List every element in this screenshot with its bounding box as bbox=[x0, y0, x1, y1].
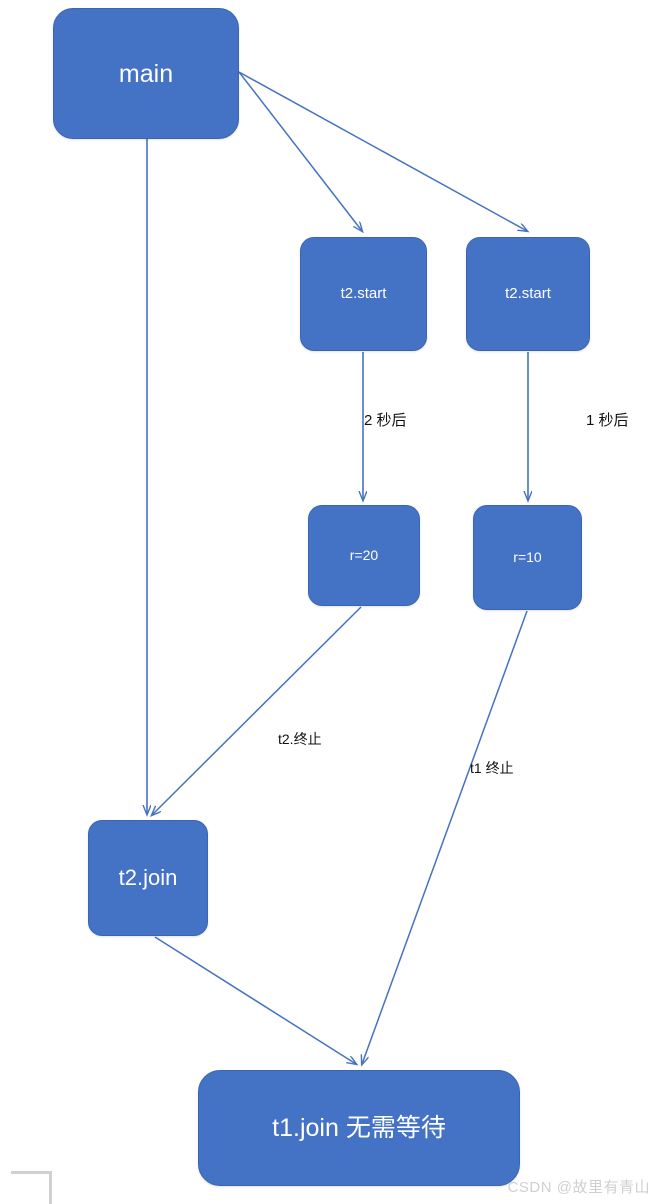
edge-label-two-seconds: 2 秒后 bbox=[364, 412, 407, 429]
edge-main-to-start1 bbox=[238, 71, 362, 231]
edge-r10-to-t1join bbox=[362, 610, 528, 1064]
edge-label-one-second: 1 秒后 bbox=[586, 412, 629, 429]
edge-t2join-to-t1join bbox=[154, 936, 356, 1064]
node-r20[interactable]: r=20 bbox=[308, 505, 420, 606]
edge-main-to-start2 bbox=[238, 71, 527, 231]
node-t2-start-left-label: t2.start bbox=[340, 285, 387, 302]
corner-bracket-mark bbox=[11, 1171, 52, 1204]
node-t2-start-right[interactable]: t2.start bbox=[466, 237, 590, 351]
edge-label-t1-terminated: t1 终止 bbox=[470, 760, 514, 776]
node-r10[interactable]: r=10 bbox=[473, 505, 582, 610]
node-main[interactable]: main bbox=[53, 8, 239, 139]
node-t2-start-left[interactable]: t2.start bbox=[300, 237, 427, 351]
node-r10-label: r=10 bbox=[513, 549, 542, 566]
edge-label-t2-terminated: t2.终止 bbox=[278, 731, 322, 747]
node-t2-join-label: t2.join bbox=[118, 864, 178, 890]
csdn-watermark: CSDN @故里有青山 bbox=[507, 1179, 650, 1196]
node-t1-join[interactable]: t1.join 无需等待 bbox=[198, 1070, 520, 1186]
node-t2-join[interactable]: t2.join bbox=[88, 820, 208, 936]
node-r20-label: r=20 bbox=[349, 547, 379, 564]
node-t1-join-label: t1.join 无需等待 bbox=[272, 1114, 446, 1142]
edge-r20-to-t2join bbox=[152, 606, 362, 815]
node-main-label: main bbox=[118, 59, 174, 88]
node-t2-start-right-label: t2.start bbox=[505, 285, 551, 302]
